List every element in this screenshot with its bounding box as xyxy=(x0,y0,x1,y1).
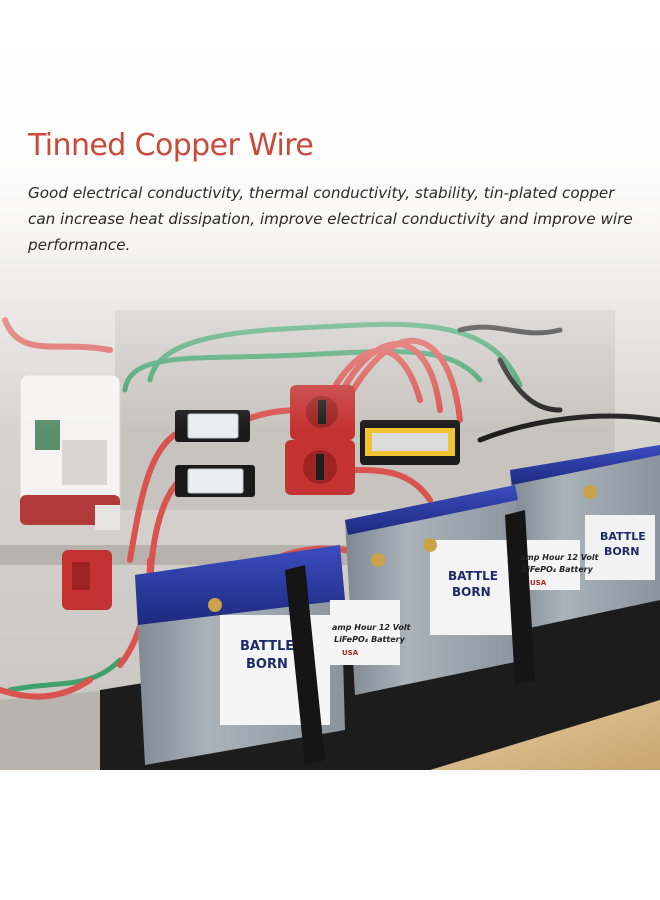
spec-chem-middle: LiFePO₄ Battery xyxy=(522,565,594,574)
brand-top-middle: BATTLE xyxy=(448,569,498,583)
brand-top-front: BATTLE xyxy=(240,639,294,654)
bus-bar xyxy=(360,420,460,465)
fuse-block-lower xyxy=(175,465,255,497)
brand-bottom-middle: BORN xyxy=(452,585,491,599)
brand-top-right: BATTLE xyxy=(600,530,646,543)
product-photo: BATTLE BORN amp Hour 12 Volt LiFePO₄ Bat… xyxy=(0,0,660,770)
product-description: Good electrical conductivity, thermal co… xyxy=(28,184,633,254)
fuse-block-upper xyxy=(175,410,250,442)
spec-line-front: amp Hour 12 Volt xyxy=(332,623,412,632)
battery-label-middle: BATTLE BORN amp Hour 12 Volt LiFePO₄ Bat… xyxy=(448,553,600,599)
battery-switch-lower xyxy=(285,440,355,495)
brand-bottom-right: BORN xyxy=(604,545,639,558)
page-title: Tinned Copper Wire xyxy=(28,128,314,163)
floor-area xyxy=(0,690,110,770)
usa-label-middle: USA xyxy=(530,579,547,587)
brand-bottom-front: BORN xyxy=(246,657,288,672)
breaker-switch xyxy=(62,550,112,610)
charger-unit xyxy=(19,374,121,530)
battery-switch-upper xyxy=(290,385,355,440)
battery-label-front: BATTLE BORN amp Hour 12 Volt LiFePO₄ Bat… xyxy=(240,623,412,672)
spec-line-middle: amp Hour 12 Volt xyxy=(520,553,600,562)
battery-terminals xyxy=(208,485,597,612)
battery-straps xyxy=(285,510,535,765)
usa-label-front: USA xyxy=(342,649,359,657)
spec-chem-front: LiFePO₄ Battery xyxy=(334,635,406,644)
battery-label-right: BATTLE BORN xyxy=(600,530,646,558)
